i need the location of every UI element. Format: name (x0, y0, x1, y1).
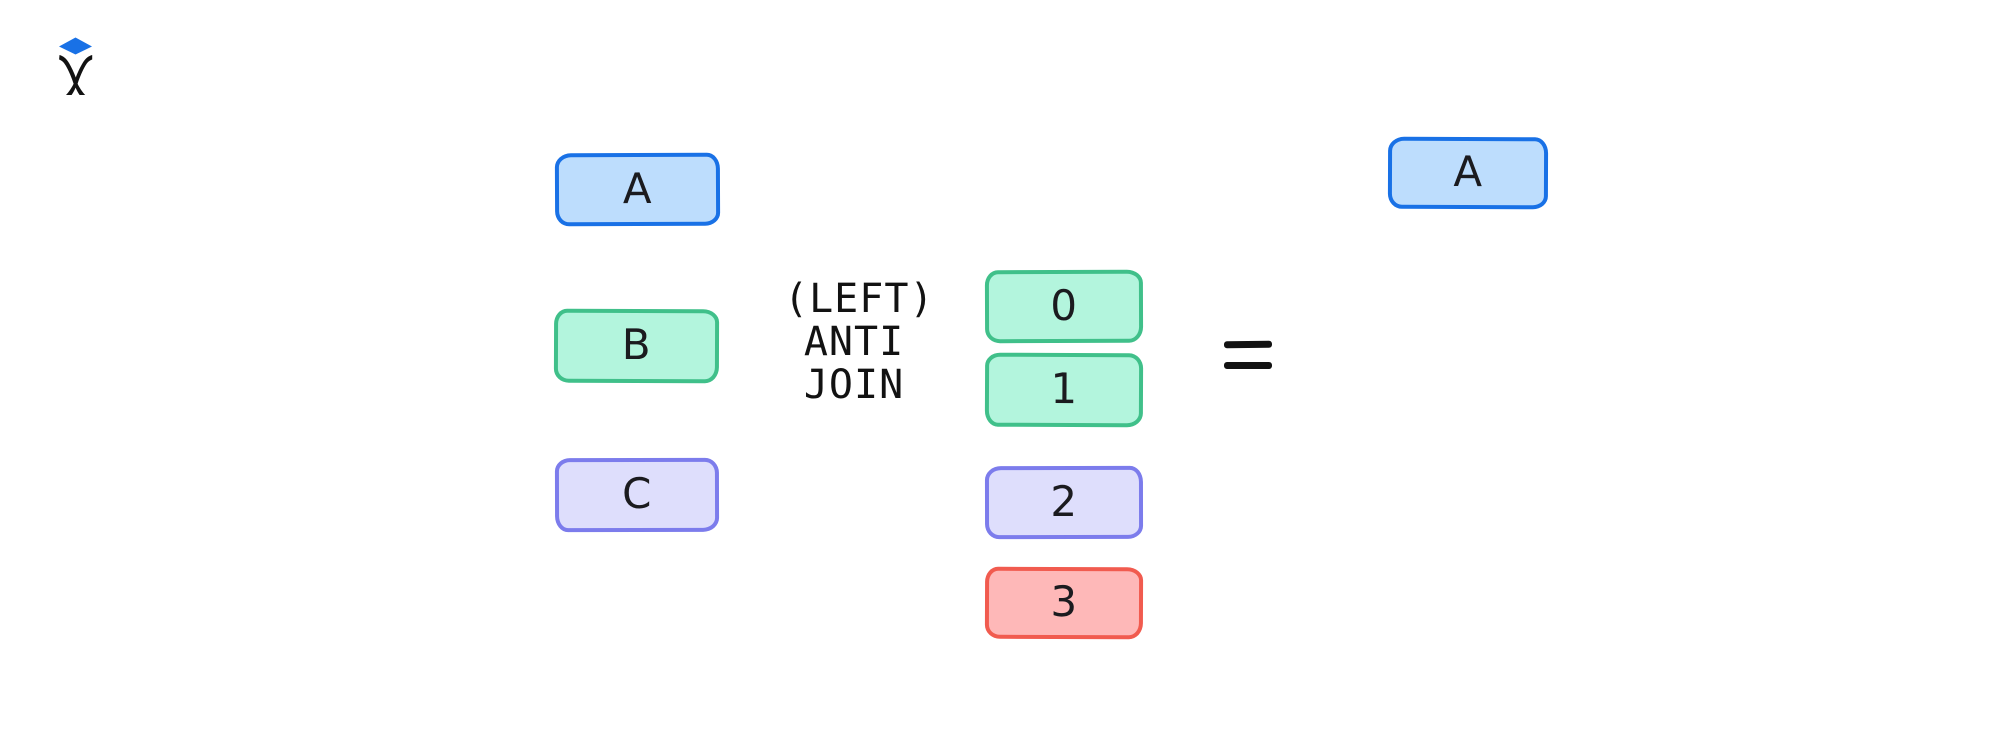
right-row-0[interactable]: 0 (984, 269, 1144, 344)
right-row-0-label: 0 (1050, 280, 1078, 330)
excalidraw-logo-icon[interactable] (44, 34, 108, 100)
left-row-a[interactable]: A (554, 152, 721, 227)
right-row-2[interactable]: 2 (984, 465, 1144, 540)
left-row-b[interactable]: B (553, 308, 720, 384)
equals-bar-top (1223, 340, 1273, 349)
result-row-a[interactable]: A (1387, 136, 1549, 210)
operator-line-2: ANTI (803, 319, 905, 366)
result-row-a-label: A (1453, 146, 1483, 197)
right-row-2-label: 2 (1050, 476, 1078, 526)
equals-bar-bottom (1224, 362, 1272, 369)
left-row-a-label: A (622, 163, 653, 213)
operator-line-1: (LEFT) (784, 276, 935, 322)
right-row-3[interactable]: 3 (984, 566, 1144, 640)
right-row-1[interactable]: 1 (984, 352, 1144, 428)
left-row-c-label: C (622, 468, 652, 519)
left-row-c[interactable]: C (554, 457, 720, 533)
right-row-1-label: 1 (1050, 363, 1078, 414)
operator-line-3: JOIN (803, 362, 905, 409)
join-operator-label: (LEFT) ANTI JOIN (784, 276, 935, 409)
left-row-b-label: B (621, 319, 652, 370)
equals-sign: = (1223, 340, 1273, 369)
right-row-3-label: 3 (1050, 576, 1078, 627)
